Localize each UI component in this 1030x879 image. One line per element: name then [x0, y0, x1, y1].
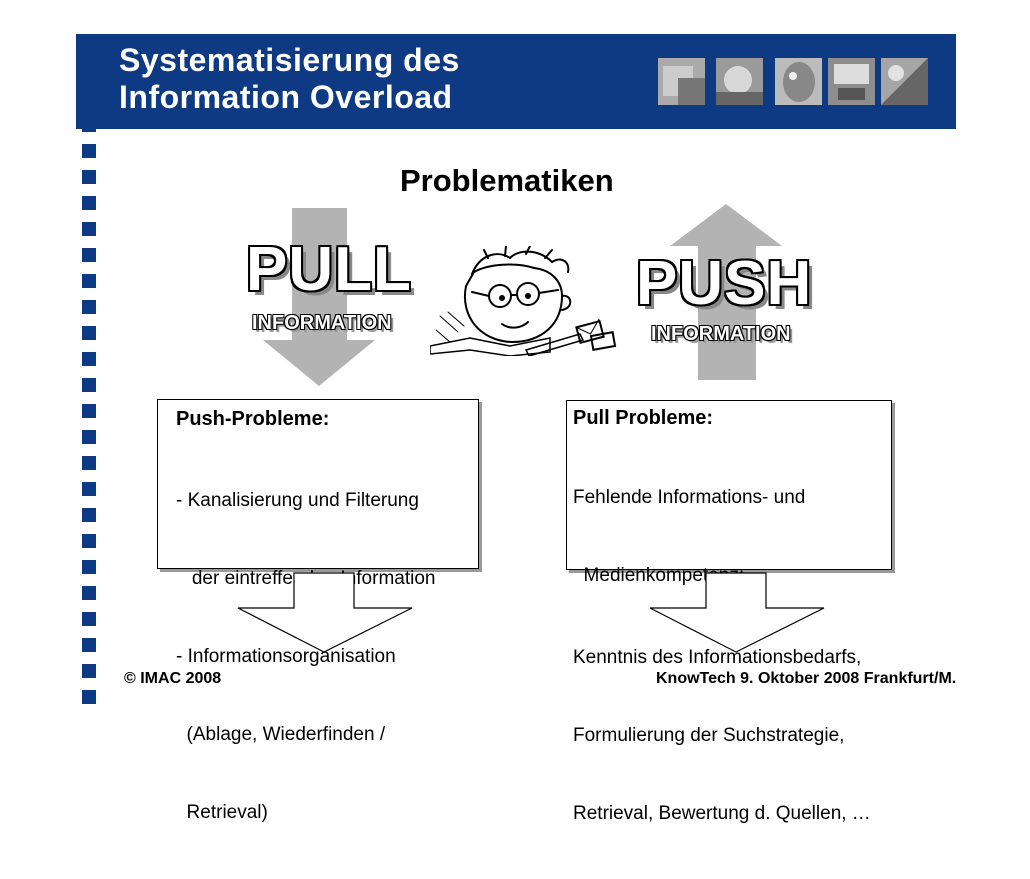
title-line-2: Information Overload: [119, 79, 453, 115]
decoration-square: [82, 222, 96, 236]
footer-copyright: © IMAC 2008: [124, 670, 222, 687]
decoration-square: [82, 690, 96, 704]
pull-problems-line: Formulierung der Suchstrategie,: [573, 725, 845, 746]
push-problems-line: - Informationsorganisation: [176, 646, 396, 667]
decoration-square: [82, 326, 96, 340]
decoration-square: [82, 144, 96, 158]
decoration-square: [82, 248, 96, 262]
decoration-square: [82, 352, 96, 366]
push-problems-line: Retrieval): [176, 802, 268, 823]
outline-arrow-down-icon: [237, 572, 413, 653]
decoration-square: [82, 404, 96, 418]
header-photo-2: [716, 58, 763, 105]
pull-problems-line: Medienkompetenz:: [573, 565, 745, 586]
pull-problems-line: Retrieval, Bewertung d. Quellen, …: [573, 803, 871, 824]
pull-problems-line: Fehlende Informations- und: [573, 487, 806, 508]
push-sublabel: INFORMATION: [651, 323, 791, 345]
decoration-square: [82, 586, 96, 600]
outline-arrow-down-icon: [649, 572, 825, 653]
push-label: PUSH: [636, 249, 813, 318]
decoration-square: [82, 482, 96, 496]
decoration-square: [82, 508, 96, 522]
header-photo-1: [658, 58, 705, 105]
header-photo-5: [881, 58, 928, 105]
push-problems-line: - Kanalisierung und Filterung: [176, 490, 419, 511]
decoration-square: [82, 378, 96, 392]
header-photo-3: [775, 58, 822, 105]
title-line-1: Systematisierung des: [119, 42, 460, 78]
footer-event: KnowTech 9. Oktober 2008 Frankfurt/M.: [656, 670, 957, 687]
decoration-square: [82, 612, 96, 626]
slide-title: Systematisierung des Information Overloa…: [119, 42, 460, 116]
pull-arrow-down-icon: [263, 208, 375, 386]
section-heading: Problematiken: [400, 163, 614, 198]
push-problems-line: (Ablage, Wiederfinden /: [176, 724, 386, 745]
decoration-square: [82, 274, 96, 288]
pull-problems-heading: Pull Probleme:: [573, 407, 714, 429]
decoration-square: [82, 534, 96, 548]
header-banner: Systematisierung des Information Overloa…: [76, 34, 956, 129]
pull-problems-line: Kenntnis des Informationsbedarfs,: [573, 647, 862, 668]
decoration-square: [82, 456, 96, 470]
pull-label: PULL: [246, 235, 412, 304]
push-problems-heading: Push-Probleme:: [176, 408, 330, 430]
push-arrow-up-icon: [670, 204, 782, 380]
decoration-square: [82, 560, 96, 574]
pull-sublabel: INFORMATION: [252, 312, 392, 334]
decoration-square: [82, 664, 96, 678]
decoration-square: [82, 300, 96, 314]
header-photo-4: [828, 58, 875, 105]
decoration-square: [82, 430, 96, 444]
pull-problems-box: Pull Probleme: Fehlende Informations- un…: [566, 400, 892, 824]
cartoon-person-icon: [430, 246, 617, 356]
decoration-square: [82, 170, 96, 184]
push-problems-box: Push-Probleme: - Kanalisierung und Filte…: [157, 399, 479, 823]
decoration-square: [82, 196, 96, 210]
decoration-square: [82, 638, 96, 652]
